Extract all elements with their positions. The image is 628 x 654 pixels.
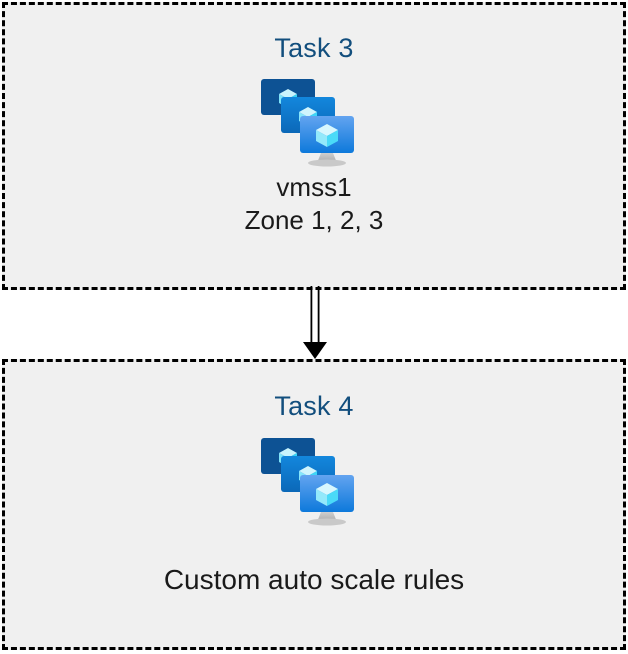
vm-scale-set-icon: [259, 75, 369, 171]
task-3-caption-line2: Zone 1, 2, 3: [244, 205, 384, 235]
task-3-caption-line1: vmss1: [276, 172, 352, 202]
task-3-title: Task 3: [274, 33, 354, 63]
vm-scale-set-icon: [259, 434, 369, 530]
task-4-caption: Custom auto scale rules: [164, 563, 464, 596]
task-4-title: Task 4: [274, 391, 354, 421]
connector-arrow-task3-to-task4: [299, 286, 331, 360]
task-box-task-4[interactable]: Task 4: [2, 359, 626, 650]
task-box-task-3[interactable]: Task 3: [2, 2, 626, 290]
task-4-caption-line1: Custom auto scale rules: [163, 564, 465, 595]
task-3-caption: vmss1 Zone 1, 2, 3: [245, 171, 384, 237]
